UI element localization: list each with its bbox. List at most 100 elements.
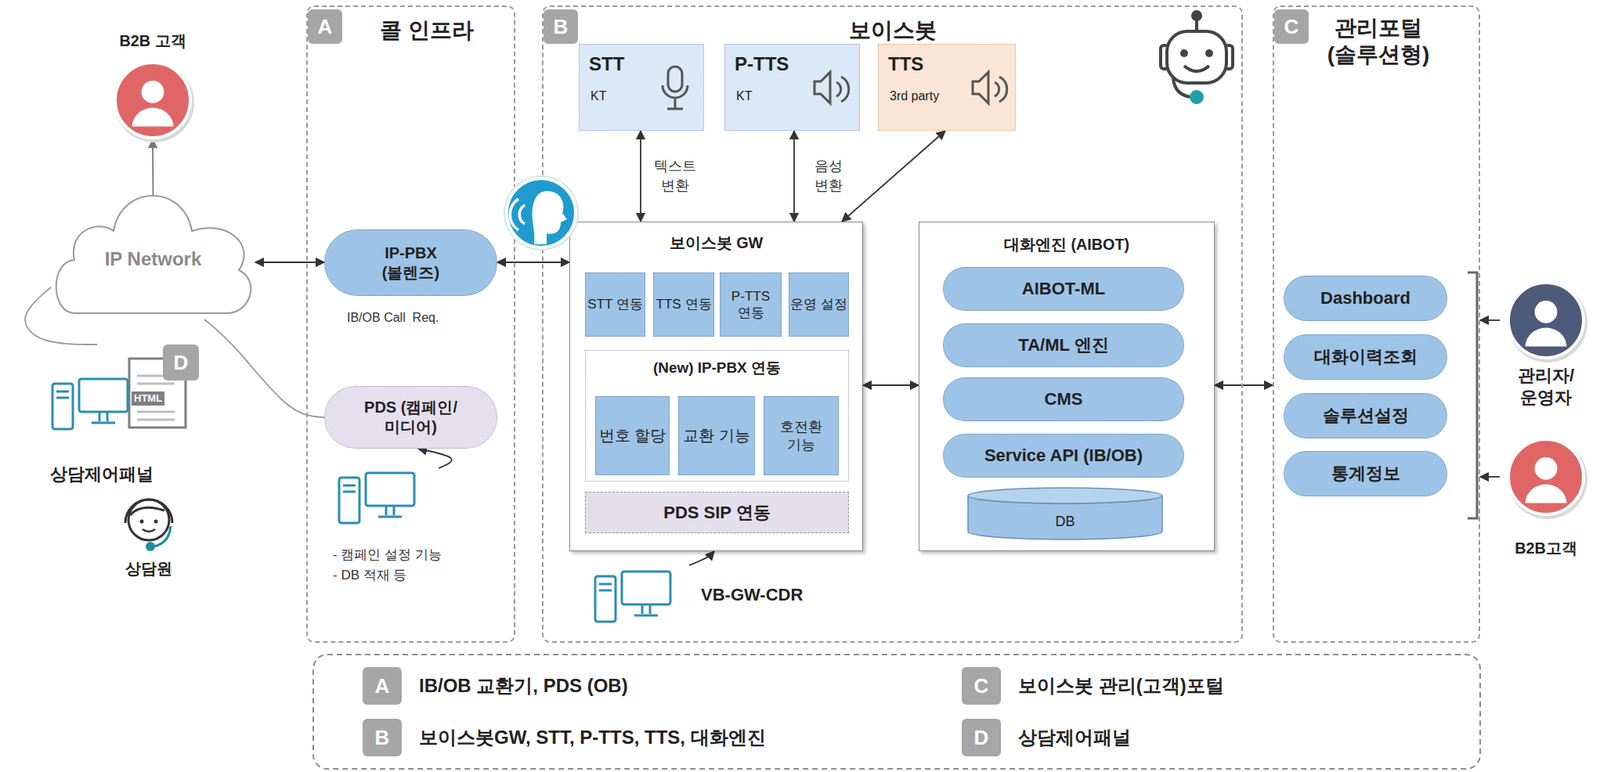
node-text: STT xyxy=(588,52,625,76)
node-text: 운영 설정 xyxy=(790,296,848,313)
graphic xyxy=(1205,49,1214,58)
node-text: Dashboard xyxy=(1320,287,1411,310)
graphic xyxy=(91,411,116,423)
node-text: KT xyxy=(590,88,607,105)
graphic xyxy=(1525,328,1568,347)
graphic xyxy=(142,529,156,532)
process-box: 교환 기능 xyxy=(678,396,755,476)
service-box: STT KT xyxy=(578,43,705,131)
node-text: 통계정보 xyxy=(1331,462,1401,485)
graphic xyxy=(141,80,165,104)
connector xyxy=(151,139,154,196)
connector xyxy=(418,448,452,469)
connector xyxy=(639,130,642,222)
graphic xyxy=(79,379,128,412)
graphic xyxy=(814,72,849,104)
legend-swatch: B xyxy=(362,718,402,757)
control-panel: 상담제어패널D xyxy=(43,344,224,486)
label-text: HTML xyxy=(131,391,165,406)
graphic xyxy=(154,520,159,524)
graphic xyxy=(125,499,173,524)
connector xyxy=(497,261,570,264)
graphic xyxy=(56,397,69,400)
edge-label: 텍스트 변환 xyxy=(651,156,699,196)
badge: B xyxy=(543,9,578,44)
engine-box: 대화엔진 (AIBOT)AIBOT-MLTA/ML 엔진CMSService A… xyxy=(918,221,1215,552)
legend-text: 보이스봇 관리(고객)포털 xyxy=(1018,674,1225,698)
graphic xyxy=(595,576,616,622)
graphic xyxy=(1508,282,1584,358)
network-cloud: IP Network xyxy=(50,195,256,320)
process-box: P-TTS 연동 xyxy=(719,272,782,337)
process-box: 호전환 기능 xyxy=(763,396,839,476)
graphic xyxy=(132,108,174,127)
graphic xyxy=(967,495,1163,540)
node-text: B2B고객 xyxy=(1499,538,1593,559)
pill-box: PDS (캠페인/미디어) xyxy=(324,386,498,449)
agent: 상담원 xyxy=(109,487,188,582)
graphic xyxy=(509,198,525,231)
graphic xyxy=(52,383,73,430)
node-text: 대화이력조회 xyxy=(1314,346,1418,369)
node-text: - DB 적재 등 xyxy=(332,567,407,584)
node-text: 보이스봇 xyxy=(543,16,1242,44)
node-text: AIBOT-ML xyxy=(1022,278,1106,300)
node-text: A xyxy=(317,14,333,40)
group-box: (New) IP-PBX 연동번호 할당 교환 기능호전환 기능 xyxy=(585,350,849,482)
node-text: - 캠페인 설정 기능 xyxy=(332,546,442,564)
graphic xyxy=(339,477,360,524)
legend-swatch: C xyxy=(961,667,1001,705)
node-text: PDS (캠페인/미디어) xyxy=(346,397,476,438)
person: 관리자/운영자 xyxy=(1499,283,1593,408)
process-box: 운영 설정 xyxy=(788,272,849,337)
graphic xyxy=(1534,457,1558,481)
graphic xyxy=(814,72,831,104)
node-text: 콜 인프라 xyxy=(379,16,474,44)
node-text: 관리포털 (솔루션형) xyxy=(1303,14,1453,68)
connector xyxy=(793,130,795,222)
service-box: TTS3rd party xyxy=(877,43,1016,131)
pill-box: AIBOT-ML xyxy=(942,267,1185,311)
graphic xyxy=(662,85,688,109)
legend-text: 상담제어패널 xyxy=(1018,725,1131,750)
graphic xyxy=(128,499,170,541)
edge-label: 음성 변환 xyxy=(805,156,853,196)
connector xyxy=(863,384,919,387)
graphic xyxy=(1173,78,1192,98)
graphic xyxy=(52,379,128,430)
graphic xyxy=(972,72,989,104)
node-text: (New) IP-PBX 연동 xyxy=(585,358,849,378)
graphic xyxy=(56,390,69,394)
legend-swatch: D xyxy=(961,718,1001,757)
graphic xyxy=(153,526,171,547)
legend-text: IB/OB 교환기, PDS (OB) xyxy=(418,674,629,698)
gateway-box: 보이스봇 GWSTT 연동TTS 연동P-TTS 연동운영 설정(New) IP… xyxy=(569,221,864,552)
graphic xyxy=(145,541,156,552)
graphic xyxy=(1534,300,1558,324)
graphic xyxy=(662,66,688,109)
graphic xyxy=(1507,439,1588,520)
pill-box: 대화이력조회 xyxy=(1283,334,1448,380)
node-text: DB xyxy=(1054,512,1075,531)
connector xyxy=(841,130,946,222)
label-text: IB/OB Call Req. xyxy=(346,310,439,326)
node-text: CMS xyxy=(1044,388,1084,411)
graphic xyxy=(339,473,415,524)
pill-box: 통계정보 xyxy=(1283,451,1448,497)
node-text: 번호 할당 xyxy=(599,426,667,446)
node-text: STT 연동 xyxy=(587,296,643,313)
graphic xyxy=(343,484,356,488)
node-text: 상담원 xyxy=(109,559,188,579)
connector xyxy=(1214,384,1273,387)
person: B2B고객 xyxy=(1499,438,1593,564)
graphic xyxy=(1507,282,1588,363)
node-text: TA/ML 엔진 xyxy=(1018,334,1109,357)
legend-item: AIB/OB 교환기, PDS (OB) xyxy=(362,667,629,705)
graphic xyxy=(140,520,145,524)
legend-item: C 보이스봇 관리(고객)포털 xyxy=(961,667,1225,705)
node-text: VB-GW-CDR xyxy=(700,584,803,607)
cdr-server: VB-GW-CDR xyxy=(591,565,827,629)
node-text: P-TTS xyxy=(734,52,789,76)
graphic xyxy=(836,76,849,102)
